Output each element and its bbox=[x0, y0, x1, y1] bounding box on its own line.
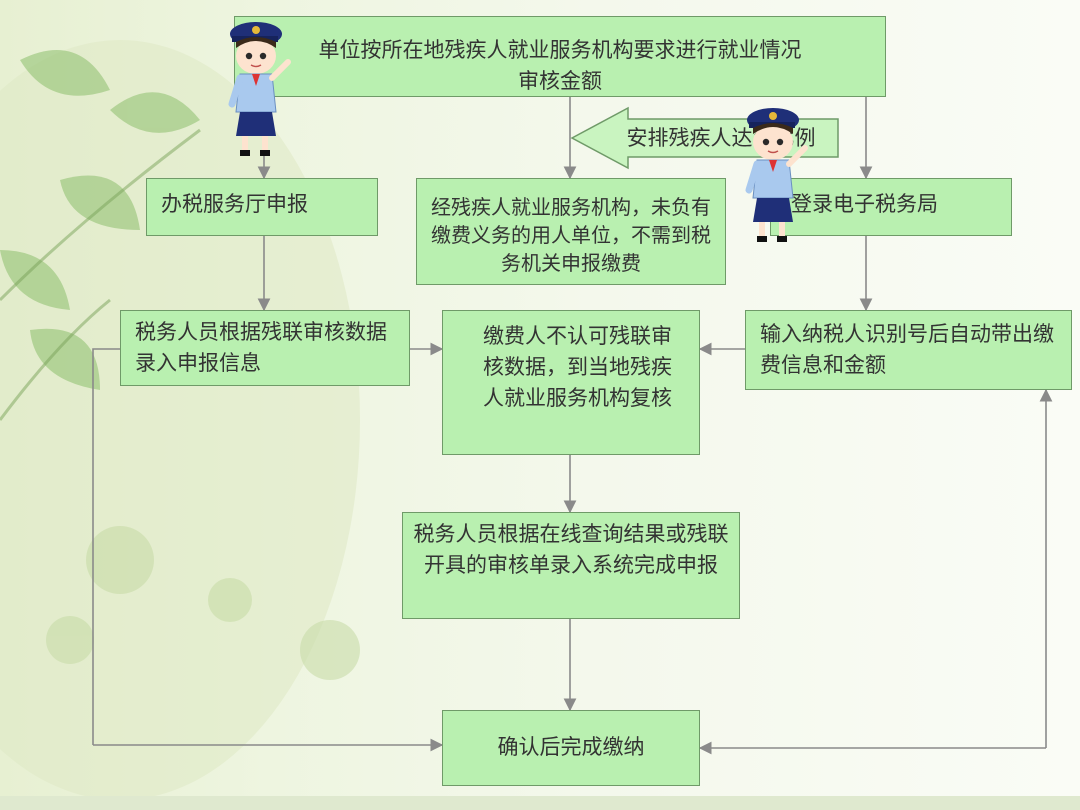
node-office-declare: 办税服务厅申报 bbox=[146, 178, 378, 236]
node-etax-login-text: 登录电子税务局 bbox=[791, 192, 938, 216]
node-unit-review-text: 单位按所在地残疾人就业服务机构要求进行就业情况审核金额 bbox=[318, 38, 802, 93]
node-unit-review: 单位按所在地残疾人就业服务机构要求进行就业情况审核金额 bbox=[234, 16, 886, 97]
tax-officer-cartoon-icon bbox=[745, 108, 808, 242]
node-online-query: 税务人员根据在线查询结果或残联开具的审核单录入系统完成申报 bbox=[402, 512, 740, 619]
node-etax-login: 登录电子税务局 bbox=[770, 178, 1012, 236]
node-staff-entry: 税务人员根据残联审核数据录入申报信息 bbox=[120, 310, 410, 386]
node-confirm-payment-text: 确认后完成缴纳 bbox=[497, 735, 645, 759]
node-no-obligation-text: 经残疾人就业服务机构，未负有缴费义务的用人单位，不需到税务机关申报缴费 bbox=[431, 195, 711, 275]
node-no-obligation: 经残疾人就业服务机构，未负有缴费义务的用人单位，不需到税务机关申报缴费 bbox=[416, 178, 726, 285]
node-dispute-recheck-text: 缴费人不认可残联审核数据，到当地残疾人就业服务机构复核 bbox=[483, 324, 672, 410]
tax-officer-cartoon-icon bbox=[228, 22, 291, 156]
node-auto-info: 输入纳税人识别号后自动带出缴费信息和金额 bbox=[745, 310, 1072, 390]
node-online-query-text: 税务人员根据在线查询结果或残联开具的审核单录入系统完成申报 bbox=[413, 522, 729, 577]
node-staff-entry-text: 税务人员根据残联审核数据录入申报信息 bbox=[135, 320, 387, 375]
bottom-bar bbox=[0, 796, 1080, 810]
node-auto-info-text: 输入纳税人识别号后自动带出缴费信息和金额 bbox=[760, 322, 1054, 377]
node-office-declare-text: 办税服务厅申报 bbox=[161, 192, 308, 216]
node-dispute-recheck: 缴费人不认可残联审核数据，到当地残疾人就业服务机构复核 bbox=[442, 310, 700, 455]
node-confirm-payment: 确认后完成缴纳 bbox=[442, 710, 700, 786]
